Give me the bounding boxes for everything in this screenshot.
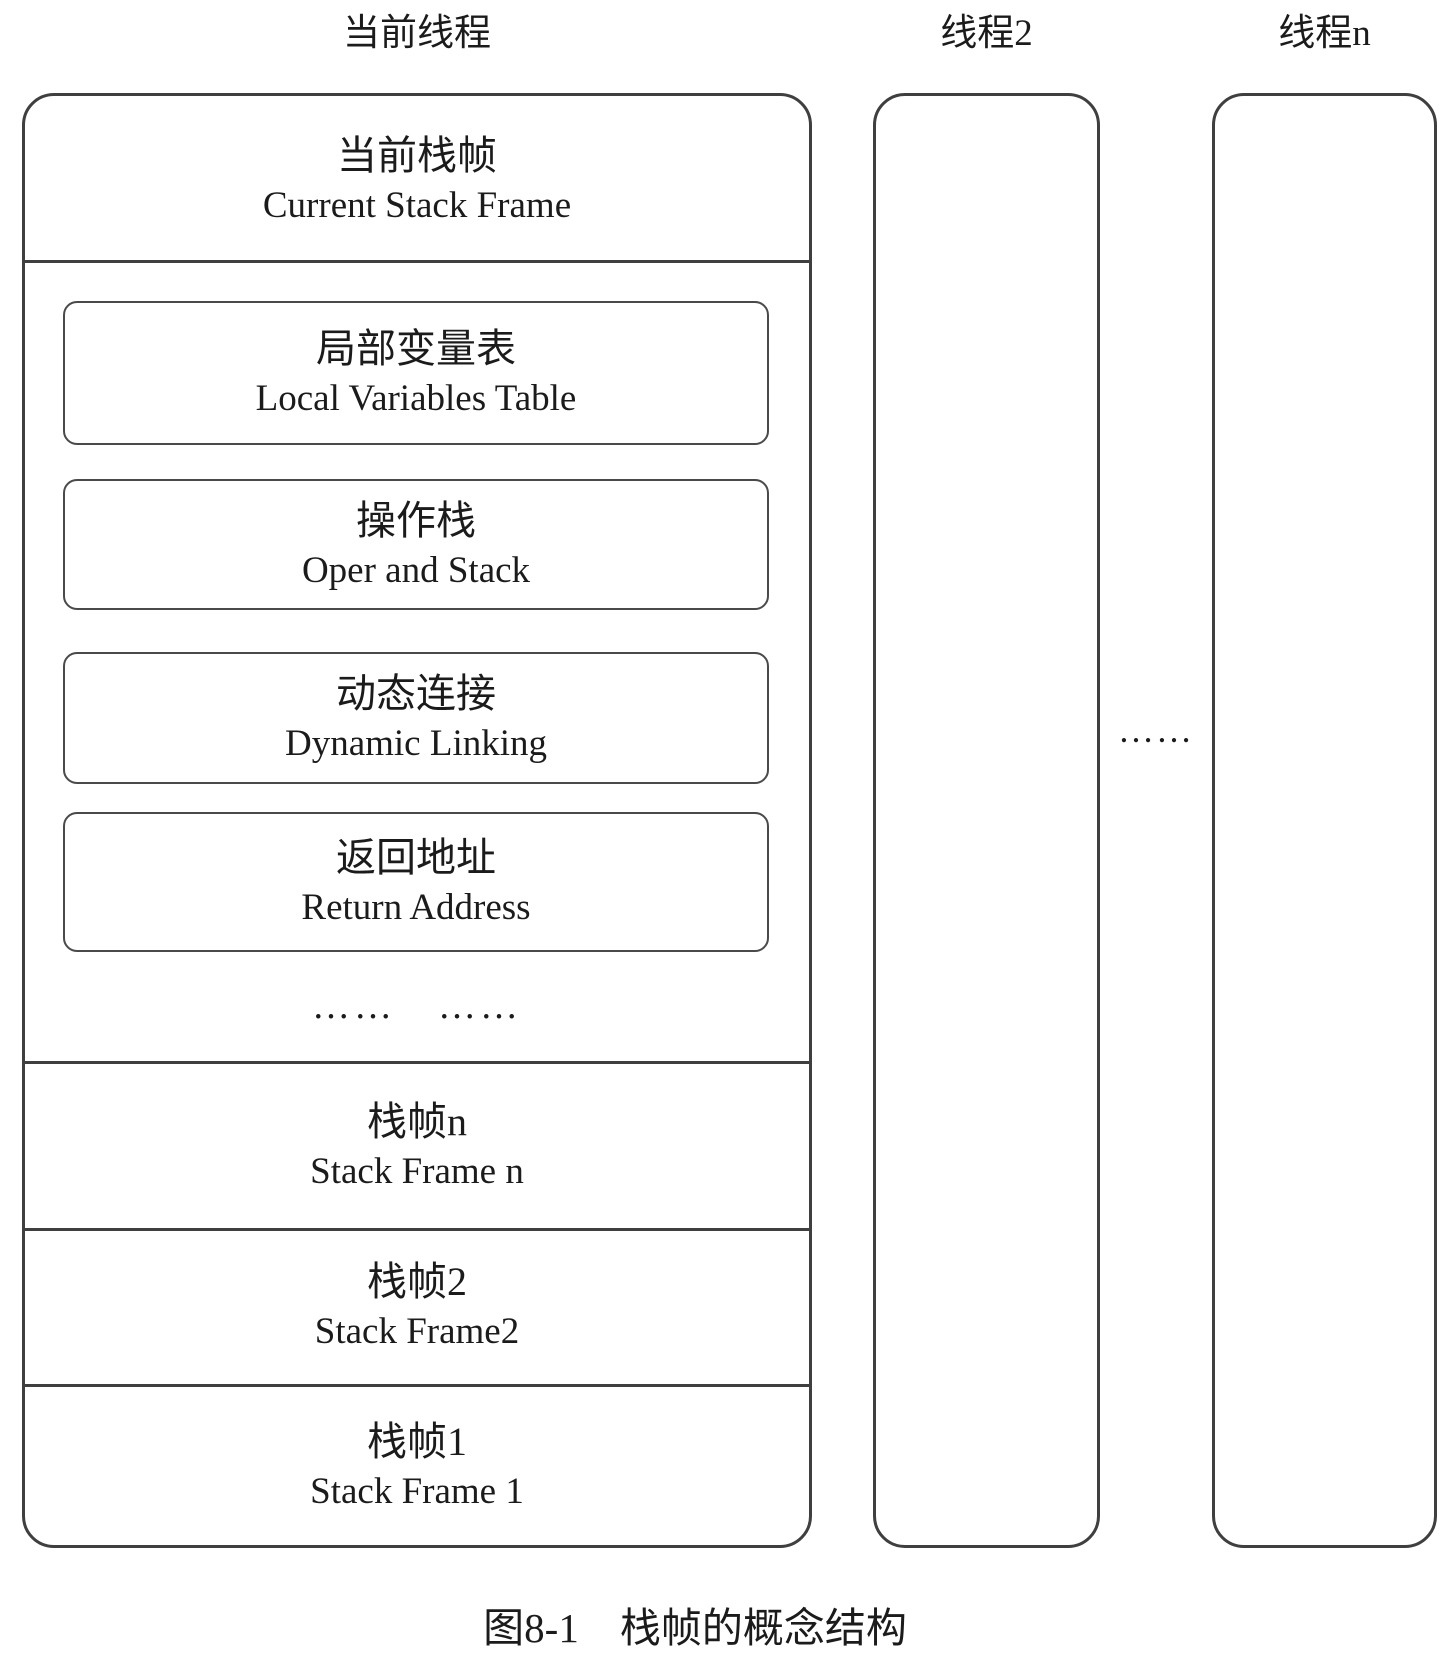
stack-frame-n-label-en: Stack Frame n [310,1151,524,1192]
operand-stack-box: 操作栈 Oper and Stack [63,479,769,610]
section-divider [25,1384,809,1387]
return-address-box: 返回地址 Return Address [63,812,769,952]
operand-stack-label-en: Oper and Stack [301,549,531,591]
section-divider [25,1228,809,1231]
thread2-title: 线程2 [940,13,1033,54]
local-variables-table-label-cn: 局部变量表 [316,326,516,371]
thread-n-stack-box [1212,93,1437,1548]
section-divider [25,1061,809,1064]
section-divider [25,260,809,263]
stack-frame-n-section: 栈帧n Stack Frame n [25,1064,809,1228]
stack-frame-1-label-cn: 栈帧1 [367,1419,467,1464]
threads-ellipsis: …… [1118,710,1194,750]
thread-n-title: 线程n [1278,13,1371,54]
frame-components-ellipsis: …… …… [311,985,522,1027]
current-thread-stack-box: 当前栈帧 Current Stack Frame 局部变量表 Local Var… [22,93,812,1548]
stack-frame-1-section: 栈帧1 Stack Frame 1 [25,1387,809,1545]
stack-frame-2-section: 栈帧2 Stack Frame2 [25,1231,809,1381]
current-stack-frame-label-cn: 当前栈帧 [337,132,497,178]
stack-frame-2-label-en: Stack Frame2 [314,1311,520,1352]
local-variables-table-label-en: Local Variables Table [255,378,577,419]
current-stack-frame-label-en: Current Stack Frame [262,184,572,226]
local-variables-table-box: 局部变量表 Local Variables Table [63,301,769,445]
return-address-label-en: Return Address [301,887,531,928]
dynamic-linking-box: 动态连接 Dynamic Linking [63,652,769,784]
dynamic-linking-label-en: Dynamic Linking [284,723,548,764]
dynamic-linking-label-cn: 动态连接 [336,671,496,716]
stack-frame-2-label-cn: 栈帧2 [367,1259,467,1304]
stack-frame-n-label-cn: 栈帧n [367,1099,467,1144]
operand-stack-label-cn: 操作栈 [356,497,476,543]
current-stack-frame-section: 当前栈帧 Current Stack Frame [25,96,809,263]
stack-frame-1-label-en: Stack Frame 1 [310,1471,524,1512]
return-address-label-cn: 返回地址 [336,835,496,880]
thread2-stack-box [873,93,1100,1548]
current-thread-title: 当前线程 [343,13,491,54]
figure-caption: 图8-1 栈帧的概念结构 [483,1605,907,1651]
